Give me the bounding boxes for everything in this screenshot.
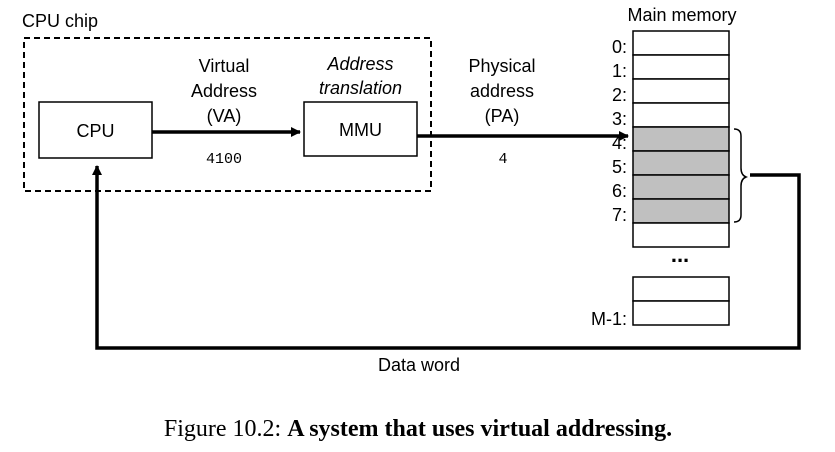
memory-row-label-0: 0:: [612, 37, 627, 57]
memory-last-row-label: M-1:: [591, 309, 627, 329]
memory-cell-last: [632, 300, 730, 326]
translation-label-line2: translation: [319, 78, 402, 98]
data-word-brace: [733, 128, 749, 223]
pa-value: 4: [498, 151, 507, 168]
caption-prefix: Figure 10.2:: [164, 416, 287, 442]
memory-cell-2: [632, 78, 730, 104]
memory-row-label-3: 3:: [612, 109, 627, 129]
caption-title: A system that uses virtual addressing.: [287, 416, 672, 442]
memory-ellipsis: ...: [671, 242, 689, 267]
memory-row-label-5: 5:: [612, 157, 627, 177]
memory-row-label-1: 1:: [612, 61, 627, 81]
va-value: 4100: [206, 151, 242, 168]
memory-cell-3: [632, 102, 730, 128]
main-memory-title: Main memory: [627, 5, 736, 25]
memory-cell-6: [632, 174, 730, 200]
pa-label-line3: (PA): [485, 106, 520, 126]
data-word-label: Data word: [378, 355, 460, 375]
cpu-chip-label: CPU chip: [22, 11, 98, 31]
memory-row-label-2: 2:: [612, 85, 627, 105]
memory-cell-last-upper: [632, 276, 730, 302]
cpu-box: [38, 101, 153, 159]
memory-row-label-4: 4:: [612, 133, 627, 153]
mmu-label: MMU: [339, 120, 382, 140]
pa-label-line2: address: [470, 81, 534, 101]
memory-cell-0: [632, 30, 730, 56]
va-label-line3: (VA): [207, 106, 242, 126]
memory-cell-7: [632, 198, 730, 224]
memory-cell-4: [632, 126, 730, 152]
pa-label-line1: Physical: [468, 56, 535, 76]
cpu-label: CPU: [76, 121, 114, 141]
va-label-line1: Virtual: [199, 56, 250, 76]
data-word-arrow: [92, 165, 801, 350]
mmu-box: [303, 101, 418, 157]
memory-row-label-6: 6:: [612, 181, 627, 201]
memory-rows: 0: 1: 2: 3: 4: 5: 6: 7:: [612, 30, 730, 248]
memory-cell-5: [632, 150, 730, 176]
translation-label-line1: Address: [326, 54, 393, 74]
memory-cell-8: [632, 222, 730, 248]
va-label-line2: Address: [191, 81, 257, 101]
memory-cell-1: [632, 54, 730, 80]
figure-caption: Figure 10.2: A system that uses virtual …: [164, 416, 672, 442]
memory-row-label-7: 7:: [612, 205, 627, 225]
cpu-chip-boundary: [23, 37, 432, 192]
